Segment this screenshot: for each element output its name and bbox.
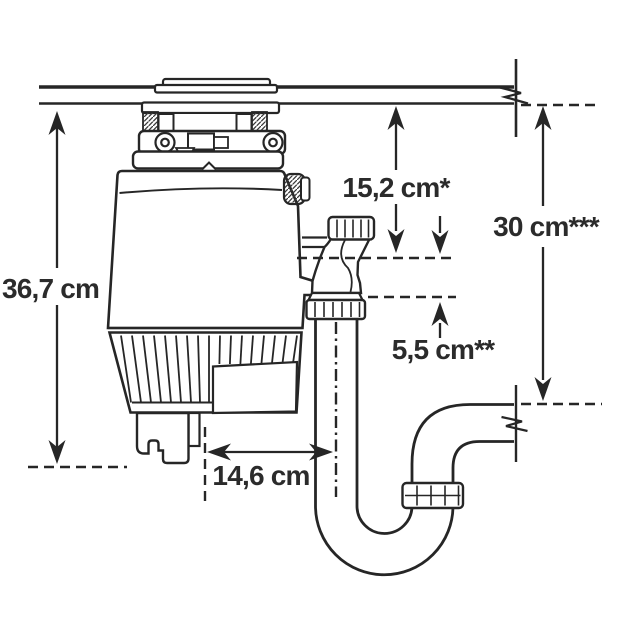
arrow-up-icon xyxy=(387,106,405,130)
flange-top-base xyxy=(153,83,279,94)
discharge-outlet-stub xyxy=(302,236,327,249)
dishwasher-inlet-cap xyxy=(300,176,311,202)
elbow-contour xyxy=(340,239,353,293)
sink-flange xyxy=(140,77,281,115)
arrow-down-icon xyxy=(534,377,552,401)
label-disposer-height: 36,7 cm xyxy=(2,273,99,304)
mounting-block-left xyxy=(157,113,175,133)
nameplate-panel xyxy=(211,360,299,415)
body-rim-notch xyxy=(201,161,217,171)
mounting-block-right xyxy=(235,113,253,133)
arrow-right-icon xyxy=(309,443,333,461)
dim-counter-to-trap xyxy=(534,106,552,401)
reference-lines xyxy=(28,103,602,503)
arrow-left-icon xyxy=(207,443,231,461)
mounting-bracket xyxy=(135,411,201,465)
arrow-up-icon xyxy=(534,106,552,130)
label-center-to-trap: 14,6 cm xyxy=(212,460,309,491)
elbow-body xyxy=(310,237,372,295)
mounting-assembly xyxy=(137,111,287,159)
body-seam-line xyxy=(119,187,283,194)
dim-center-to-trap xyxy=(207,443,333,461)
label-counter-to-trap: 30 cm*** xyxy=(493,211,600,242)
arrow-down-icon xyxy=(387,229,405,253)
dim-counter-to-outlet xyxy=(387,106,405,253)
disposer-body xyxy=(106,150,327,330)
discharge-elbow xyxy=(305,215,376,321)
bracket-feet xyxy=(135,411,190,465)
countertop-break-zigzag-icon xyxy=(499,86,529,105)
arrow-down-icon xyxy=(48,440,66,464)
trap-outlet-break-zigzag-icon xyxy=(501,415,528,433)
trap-wall-outer xyxy=(314,319,514,577)
arrow-up-icon xyxy=(431,302,449,326)
dim-outlet-to-trap xyxy=(431,216,449,338)
arrow-down-icon xyxy=(431,230,449,254)
motor-housing xyxy=(107,326,303,415)
mounting-ring-tab xyxy=(213,136,229,149)
trap-slip-nut xyxy=(401,481,465,510)
p-trap xyxy=(314,319,528,577)
dim-disposer-height xyxy=(48,111,66,464)
label-outlet-to-trap: 5,5 cm** xyxy=(392,334,495,365)
trap-wall-inner xyxy=(355,319,514,535)
grind-chamber-housing xyxy=(106,169,315,330)
arrow-up-icon xyxy=(48,111,66,135)
label-counter-to-outlet: 15,2 cm* xyxy=(342,172,450,203)
countertop xyxy=(39,59,529,137)
elbow-top-nut xyxy=(327,215,376,241)
cone-ribs xyxy=(120,335,298,403)
dishwasher-inlet xyxy=(282,172,311,206)
